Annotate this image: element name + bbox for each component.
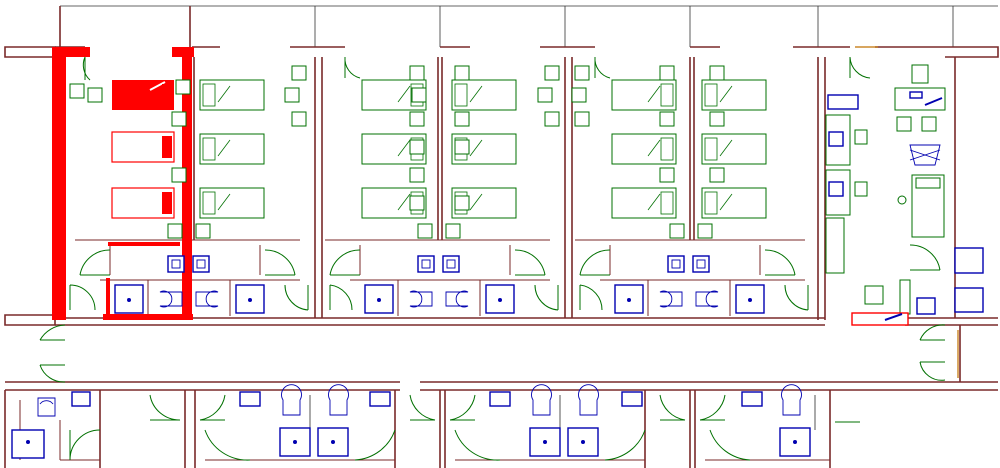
urinal (71, 391, 91, 407)
desk-chair (454, 195, 470, 211)
desk-chair (411, 87, 427, 103)
desk-chair (537, 87, 553, 103)
bathroom-unit (114, 255, 265, 314)
bed (199, 187, 265, 219)
desk-chair (544, 111, 560, 127)
desk-chair (669, 223, 685, 239)
desk-chair (454, 111, 470, 127)
desk-chair (417, 223, 433, 239)
bathroom-unit (614, 255, 765, 314)
desk-chair (409, 139, 425, 155)
highlighted-room (52, 6, 194, 320)
dorm-beds (69, 65, 767, 239)
bathroom-unit (364, 255, 515, 314)
urinal (621, 391, 643, 407)
desk-chair (171, 167, 187, 183)
office-sink (954, 247, 984, 274)
main-wing-walls (4, 46, 999, 326)
desk-chair (574, 65, 590, 81)
desk-chair (445, 223, 461, 239)
desk-chair (409, 65, 425, 81)
desk-chair (659, 167, 675, 183)
bed (611, 187, 677, 219)
desk-chair (175, 79, 191, 95)
workstation (828, 131, 844, 147)
desk-chair (709, 167, 725, 183)
desk-chair (284, 87, 300, 103)
desk-chair (87, 87, 103, 103)
workstation (828, 181, 844, 197)
desk-chair (697, 223, 713, 239)
urinal (741, 391, 763, 407)
desk-chair (291, 111, 307, 127)
desk-monitor (909, 91, 923, 99)
office-desk (894, 87, 946, 111)
desk-chair (574, 111, 590, 127)
office-chair (911, 64, 929, 84)
urinal (369, 391, 391, 407)
desk-chair (659, 111, 675, 127)
bottom-bathrooms (11, 384, 860, 468)
top-grid-lines (59, 5, 998, 47)
bed (611, 133, 677, 165)
desk-chair (659, 65, 675, 81)
desk-chair (571, 87, 587, 103)
desk-chair (195, 223, 211, 239)
bed (611, 79, 677, 111)
room-doors (69, 46, 878, 311)
office-room (825, 64, 984, 326)
desk-chair (709, 65, 725, 81)
desk-chair (291, 65, 307, 81)
desk-chair (544, 65, 560, 81)
urinal (239, 391, 261, 407)
bed (199, 133, 265, 165)
desk-chair (167, 223, 183, 239)
bed (701, 187, 767, 219)
bed (701, 133, 767, 165)
desk-chair (69, 83, 85, 99)
desk-chair (171, 111, 187, 127)
desk-chair (409, 111, 425, 127)
desk-chair (409, 195, 425, 211)
desk-chair (454, 65, 470, 81)
desk-chair (454, 139, 470, 155)
office-sink-small (916, 297, 936, 315)
storage-unit (825, 217, 845, 274)
desk-chair (709, 111, 725, 127)
bed (451, 79, 517, 111)
bathroom-fixtures (114, 255, 765, 314)
dorm-room-furniture (111, 80, 175, 219)
bed (199, 79, 265, 111)
corridor (4, 324, 998, 468)
urinal (489, 391, 511, 407)
cabinet (827, 94, 859, 110)
bed (701, 79, 767, 111)
desk-chair (409, 167, 425, 183)
